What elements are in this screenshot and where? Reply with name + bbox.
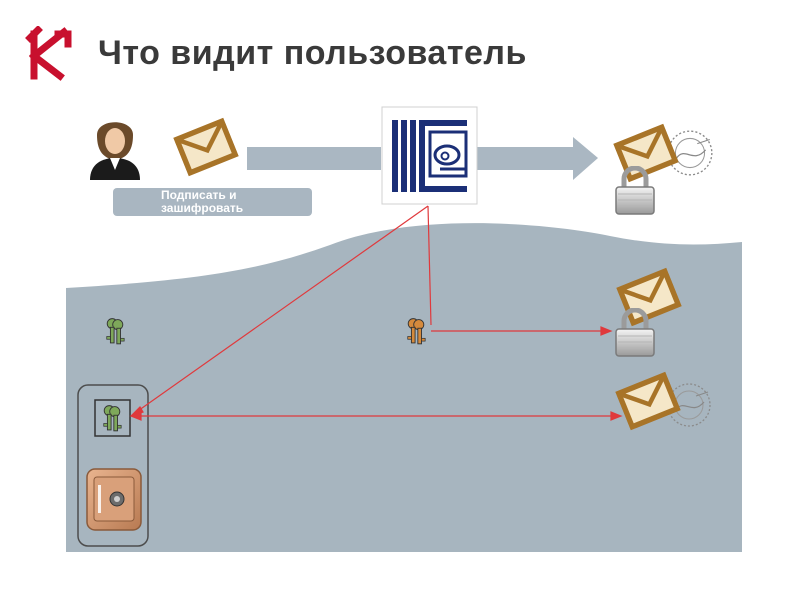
signed-encrypted-envelope-icon: [616, 127, 712, 214]
safe-icon: [87, 469, 141, 530]
envelope-icon: [177, 121, 236, 173]
sign-encrypt-label-line2: зашифровать: [161, 202, 312, 215]
company-logo-icon: [20, 26, 76, 82]
sign-encrypt-label: Подписать и зашифровать: [113, 188, 312, 216]
crypto-provider-icon: [382, 107, 477, 204]
user-avatar-icon: [90, 122, 140, 180]
page-title: Что видит пользователь: [98, 34, 527, 73]
